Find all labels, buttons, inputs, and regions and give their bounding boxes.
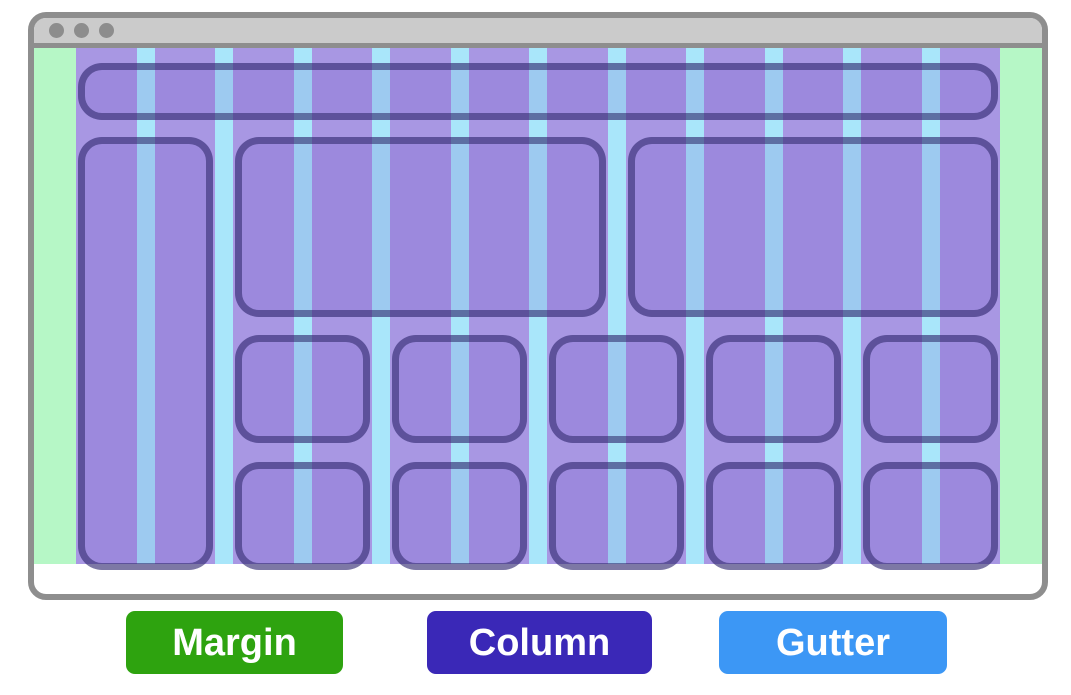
traffic-light-dot <box>99 23 114 38</box>
card-block-row2-3 <box>549 462 684 570</box>
gutter-stripe <box>293 48 312 564</box>
margin-strip-right <box>1000 48 1042 564</box>
content-blocks-layer <box>34 48 1042 570</box>
browser-window <box>28 12 1048 600</box>
gutter-stripe <box>607 48 626 564</box>
legend-chip-gutter: Gutter <box>719 611 947 674</box>
card-block-row1-4 <box>706 335 841 443</box>
traffic-light-dot <box>74 23 89 38</box>
gutter-stripe <box>921 48 940 564</box>
legend-chip-label: Margin <box>172 621 297 664</box>
gutter-stripe <box>843 48 861 564</box>
legend: Margin Column Gutter <box>0 611 1071 674</box>
gutter-stripe <box>215 48 233 564</box>
gutter-stripe <box>372 48 390 564</box>
window-titlebar <box>34 18 1042 48</box>
traffic-light-dots <box>49 23 114 38</box>
legend-chip-column: Column <box>427 611 652 674</box>
card-block-row2-1 <box>235 462 370 570</box>
gutter-stripe <box>764 48 783 564</box>
card-block-row1-3 <box>549 335 684 443</box>
card-block-row1-1 <box>235 335 370 443</box>
grid-content-area <box>34 48 1042 570</box>
gutter-stripe <box>529 48 547 564</box>
gutter-stripe <box>450 48 469 564</box>
gutter-stripe <box>686 48 704 564</box>
column-grid <box>76 48 1000 564</box>
traffic-light-dot <box>49 23 64 38</box>
gutter-stripe <box>136 48 155 564</box>
legend-chip-label: Column <box>468 621 611 664</box>
card-block-row2-4 <box>706 462 841 570</box>
margin-strip-left <box>34 48 76 564</box>
card-block-row1-2 <box>392 335 527 443</box>
header-bar-block <box>78 63 998 120</box>
card-block-row2-2 <box>392 462 527 570</box>
card-block-row1-5 <box>863 335 998 443</box>
sidebar-block <box>78 137 213 570</box>
card-block-row2-5 <box>863 462 998 570</box>
large-content-block-2 <box>627 137 998 317</box>
legend-chip-label: Gutter <box>776 621 890 664</box>
legend-chip-margin: Margin <box>126 611 343 674</box>
large-content-block-1 <box>235 137 606 317</box>
